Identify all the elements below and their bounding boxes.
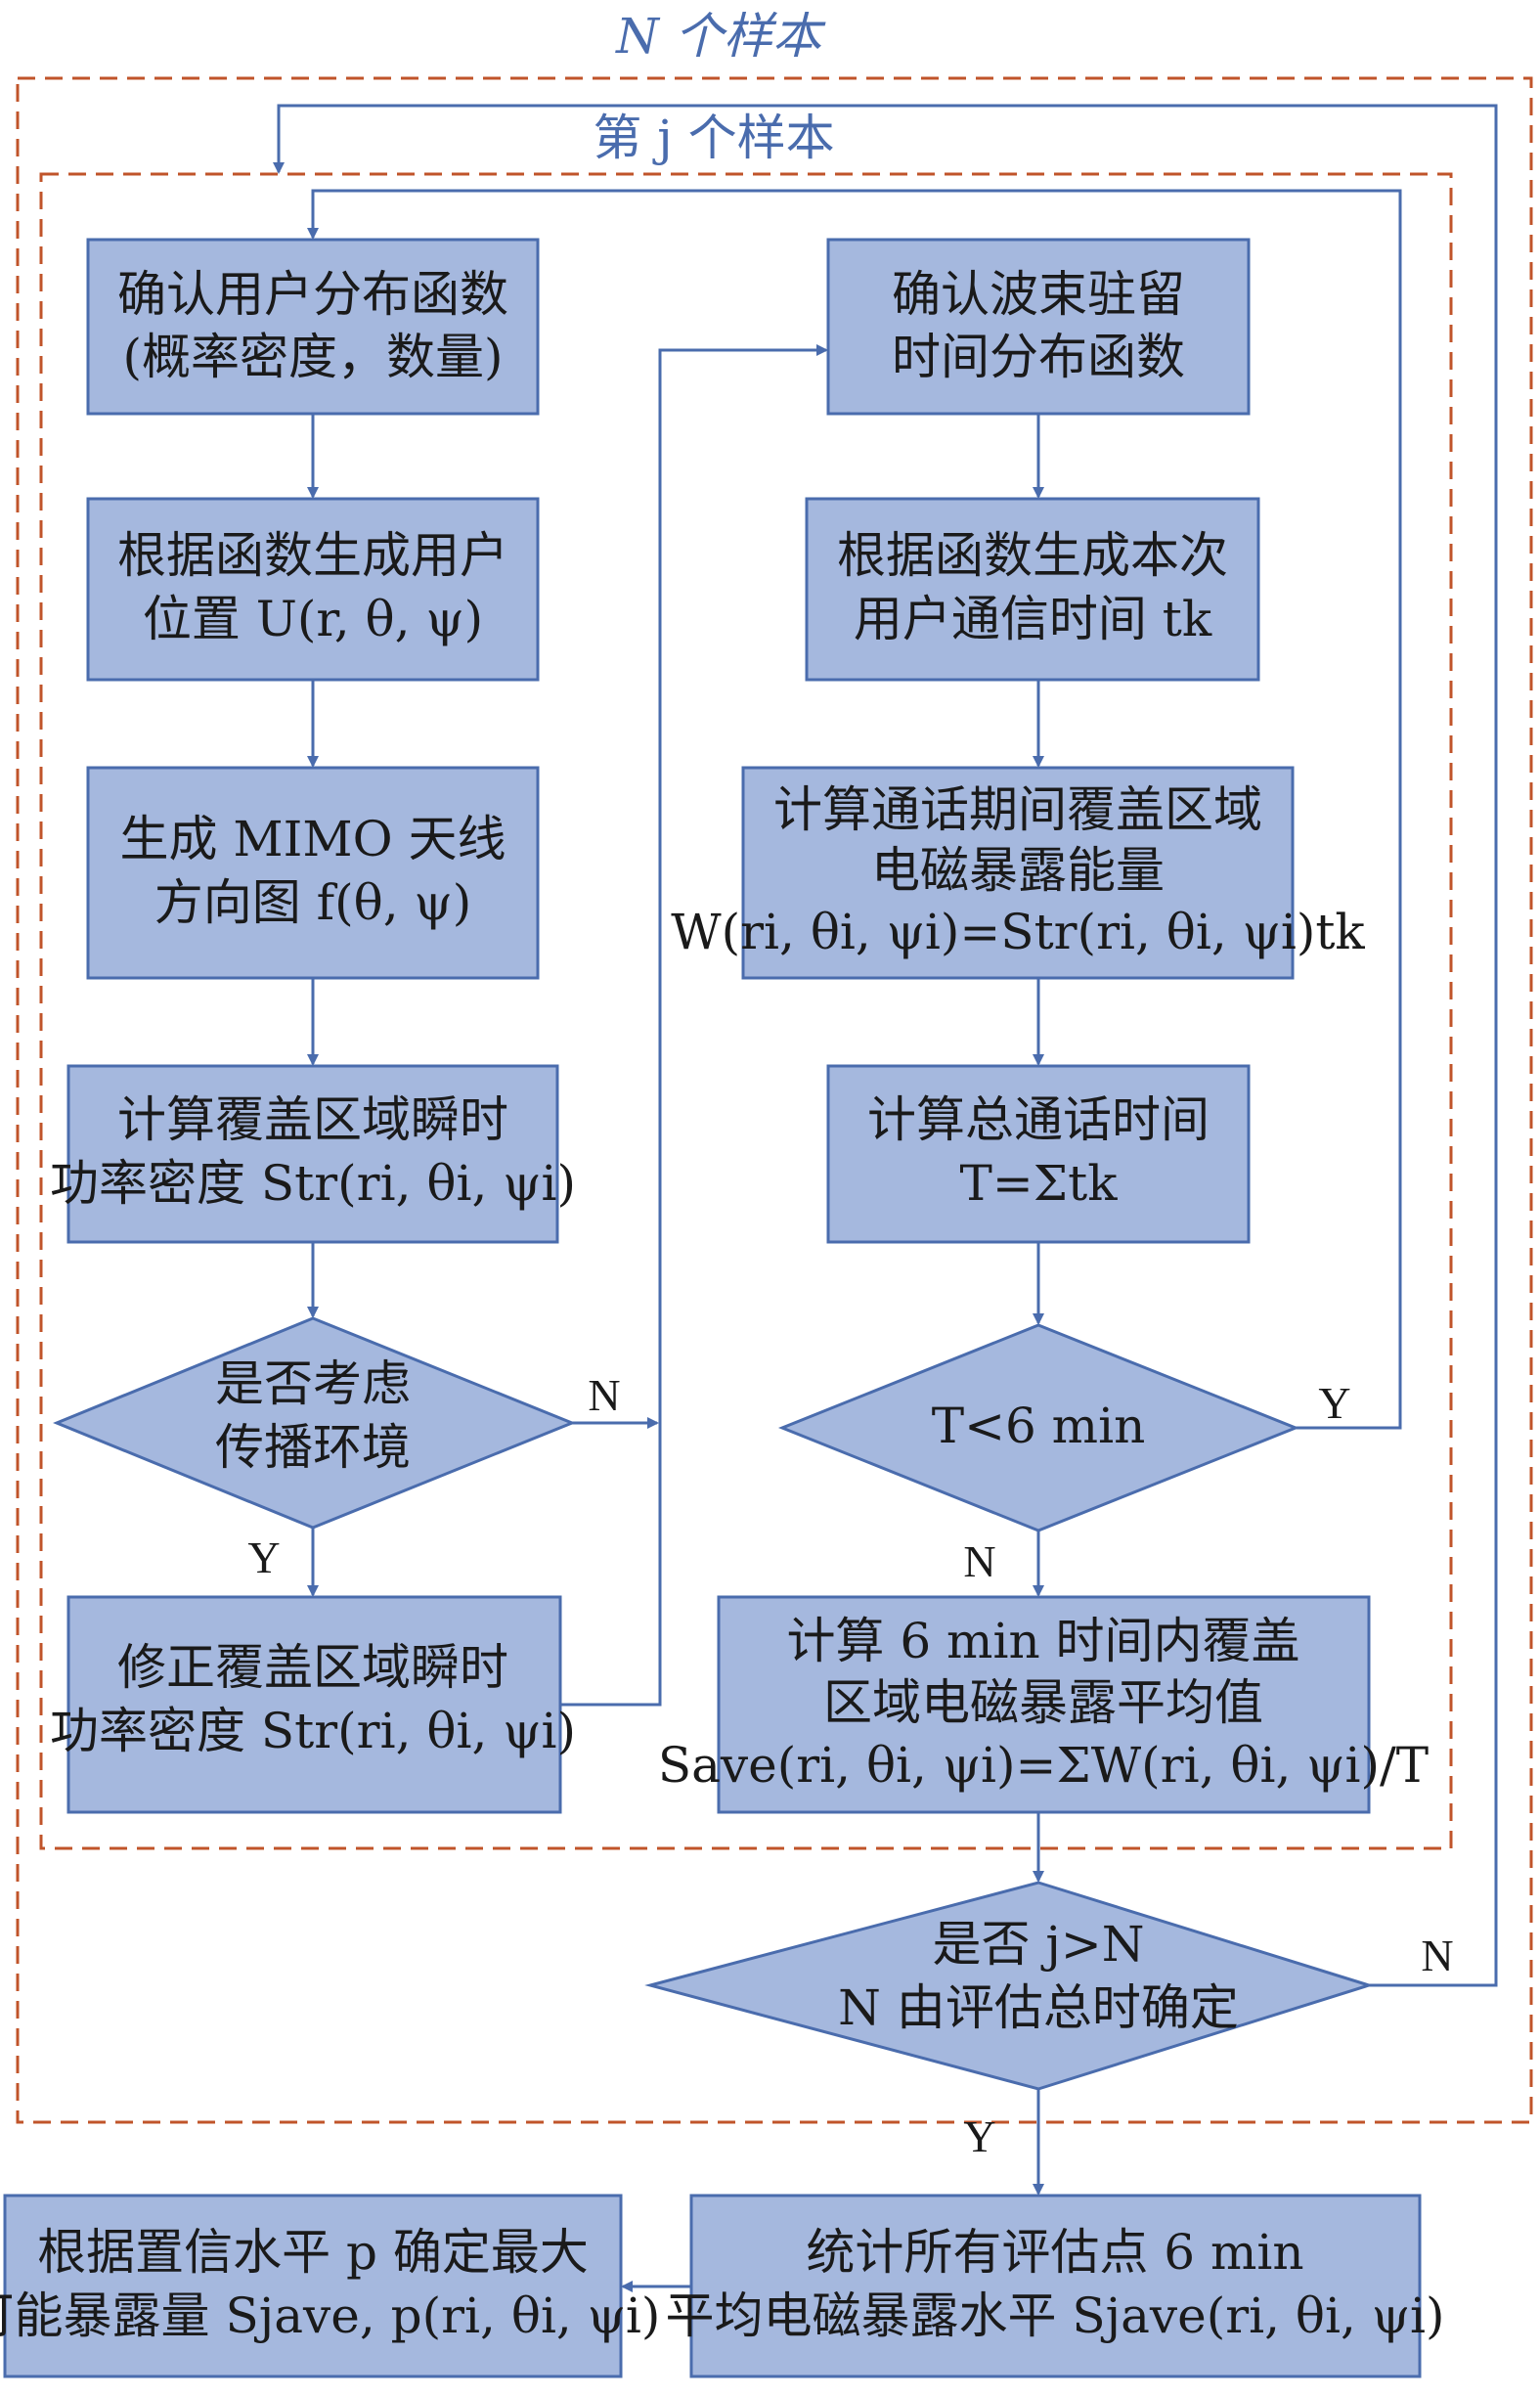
generate-user-position-box [86, 497, 540, 682]
compute-exposure-energy-line3: W(ri, θi, ψi)=Str(ri, θi, ψi)tk [671, 904, 1365, 960]
connector-correct-to-dwell [560, 344, 828, 1707]
compute-total-call-time-box [826, 1064, 1251, 1244]
loop-time-threshold-yes [307, 189, 1402, 1430]
inner-sample-frame [39, 172, 1453, 1850]
bottom-decision-yes-label: Y [963, 2111, 995, 2161]
generate-user-position-line2: 位置 U(r, θ, ψ) [143, 591, 483, 647]
compute-exposure-energy-line1: 计算通话期间覆盖区域 [773, 781, 1262, 838]
consider-environment-line2: 传播环境 [215, 1419, 411, 1476]
time-threshold-label: T<6 min [932, 1398, 1146, 1454]
statistics-line1: 统计所有评估点 6 min [806, 2224, 1303, 2281]
compute-exposure-energy-line2: 电磁暴露能量 [871, 842, 1165, 899]
outer-frame-title: N 个样本 [615, 8, 826, 65]
generate-call-time-line1: 根据函数生成本次 [837, 527, 1228, 584]
outer-sample-frame [16, 76, 1533, 2124]
confirm-user-distribution-line1: 确认用户分布函数 [117, 266, 508, 323]
compute-exposure-average-box [717, 1595, 1371, 1814]
left-decision-yes-label: Y [247, 1532, 280, 1582]
confirm-beam-dwell-box [826, 238, 1251, 416]
max-exposure-result-line2: 可能暴露量 Sjave, p(ri, θi, ψi) [0, 2287, 660, 2344]
compute-total-call-time-line2: T=Σtk [960, 1155, 1119, 1212]
confirm-beam-dwell-line1: 确认波束驻留 [892, 266, 1185, 323]
correct-power-density-line2: 功率密度 Str(ri, θi, ψi) [50, 1703, 576, 1759]
confirm-beam-dwell-line2: 时间分布函数 [892, 329, 1185, 385]
compute-power-density-line2: 功率密度 Str(ri, θi, ψi) [50, 1155, 576, 1212]
sample-count-line1: 是否 j>N [932, 1916, 1144, 1973]
loop-sample-count-no [273, 104, 1498, 1987]
right-decision-yes-label: Y [1318, 1378, 1350, 1428]
confirm-user-distribution-box [86, 238, 540, 416]
consider-environment-line1: 是否考虑 [215, 1355, 411, 1412]
compute-total-call-time-line1: 计算总通话时间 [867, 1091, 1210, 1148]
generate-user-position-line1: 根据函数生成用户 [117, 527, 508, 584]
generate-call-time-box [805, 497, 1260, 682]
generate-call-time-line2: 用户通信时间 tk [854, 591, 1212, 647]
sample-count-line2: N 由评估总时确定 [838, 1979, 1239, 2036]
compute-exposure-average-line2: 区域电磁暴露平均值 [823, 1674, 1263, 1731]
inner-frame-title: 第 j 个样本 [593, 110, 834, 166]
confirm-user-distribution-line2: (概率密度，数量) [122, 329, 503, 385]
max-exposure-result-line1: 根据置信水平 p 确定最大 [37, 2224, 589, 2281]
statistics-line2: 平均电磁暴露水平 Sjave(ri, θi, ψi) [665, 2287, 1444, 2344]
compute-power-density-box [66, 1064, 559, 1244]
left-decision-no-label: N [588, 1370, 620, 1420]
compute-power-density-line1: 计算覆盖区域瞬时 [117, 1091, 508, 1148]
right-decision-no-label: N [963, 1536, 995, 1586]
compute-exposure-average-line3: Save(ri, θi, ψi)=ΣW(ri, θi, ψi)/T [658, 1737, 1429, 1794]
generate-mimo-pattern-line2: 方向图 f(θ, ψ) [154, 874, 472, 931]
max-exposure-result-box [3, 2194, 623, 2378]
correct-power-density-box [66, 1595, 562, 1814]
statistics-box [689, 2194, 1422, 2378]
compute-exposure-average-line1: 计算 6 min 时间内覆盖 [786, 1613, 1299, 1669]
correct-power-density-line1: 修正覆盖区域瞬时 [117, 1639, 508, 1696]
generate-mimo-pattern-line1: 生成 MIMO 天线 [120, 811, 506, 867]
compute-exposure-energy-box [741, 766, 1295, 980]
bottom-decision-no-label: N [1421, 1931, 1453, 1980]
generate-mimo-pattern-box [86, 766, 540, 980]
